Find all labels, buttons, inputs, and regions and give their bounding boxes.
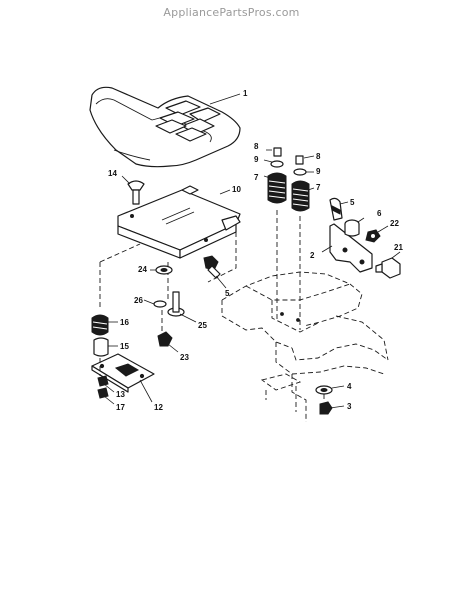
- leader-lines: [103, 93, 401, 409]
- callout-24: 24: [138, 265, 147, 274]
- nut-part: [365, 229, 381, 243]
- tractor-fender-outline: [221, 271, 389, 422]
- callout-7-right: 7: [316, 183, 321, 192]
- callout-17: 17: [116, 403, 125, 412]
- bumper-15: [93, 337, 109, 357]
- knob-part: [329, 197, 343, 221]
- seat-pan-part: [117, 185, 241, 259]
- callout-22: 22: [390, 219, 399, 228]
- pan-bolt-part: [203, 255, 221, 279]
- callout-12: 12: [154, 403, 163, 412]
- callout-2: 2: [310, 251, 315, 260]
- callout-5-left: 5: [225, 289, 230, 298]
- washer-24: [155, 265, 173, 275]
- slide-plate-12: [91, 353, 155, 393]
- bolt-3: [319, 401, 333, 415]
- callout-8-left: 8: [254, 142, 259, 151]
- callout-7-left: 7: [254, 173, 259, 182]
- callout-13: 13: [116, 390, 125, 399]
- callout-23: 23: [180, 353, 189, 362]
- spring-16: [91, 314, 109, 336]
- adjuster-knob-part: [375, 257, 401, 279]
- callout-16: 16: [120, 318, 129, 327]
- site-watermark: AppliancePartsPros.com: [163, 6, 300, 19]
- seat-part: [89, 86, 241, 168]
- callout-9-left: 9: [254, 155, 259, 164]
- bushing-part: [344, 219, 360, 237]
- callout-5-right: 5: [350, 198, 355, 207]
- callout-6: 6: [377, 209, 382, 218]
- callout-3: 3: [347, 402, 352, 411]
- spring-stack-left: [267, 147, 287, 204]
- callout-21: 21: [394, 243, 403, 252]
- washer-4: [315, 385, 333, 395]
- spring-stack-right: [291, 155, 310, 212]
- callout-26: 26: [134, 296, 143, 305]
- callout-1: 1: [243, 89, 248, 98]
- bolt-25: [167, 291, 185, 317]
- callout-25: 25: [198, 321, 207, 330]
- callout-10: 10: [232, 185, 241, 194]
- washer-26: [153, 300, 167, 308]
- callout-9-right: 9: [316, 167, 321, 176]
- nut-23: [157, 331, 173, 347]
- callout-4: 4: [347, 382, 352, 391]
- nut-17: [97, 387, 109, 399]
- screw-13: [97, 375, 109, 387]
- callout-14: 14: [108, 169, 117, 178]
- bolt-part: [127, 180, 145, 205]
- callout-labels: 1 2 3 4 5 5 6 7 7 8 8 9 9 10 12 13 14 15…: [108, 89, 403, 412]
- callout-8-right: 8: [316, 152, 321, 161]
- callout-15: 15: [120, 342, 129, 351]
